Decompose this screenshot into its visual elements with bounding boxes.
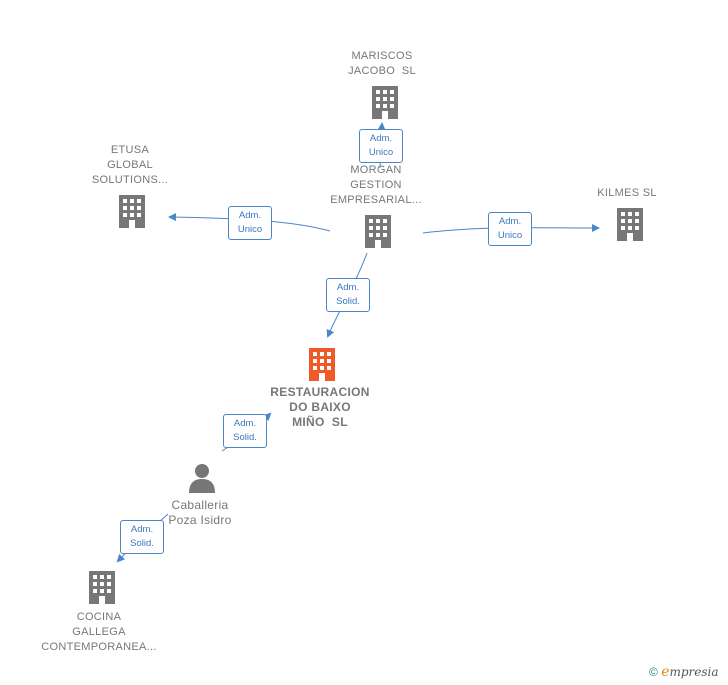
role-label-morgan-mariscos: Adm. Unico: [359, 129, 403, 163]
node-label-kilmes[interactable]: KILMES SL: [597, 187, 657, 199]
role-line1: Adm.: [369, 133, 393, 144]
role-line2: Unico: [237, 224, 263, 235]
role-line2: Unico: [368, 147, 394, 158]
building-icon-morgan: [365, 215, 391, 248]
role-line1: Adm.: [238, 210, 262, 221]
role-label-morgan-kilmes: Adm. Unico: [488, 212, 532, 246]
building-icon-etusa: [119, 195, 145, 228]
role-line1: Adm.: [130, 524, 154, 535]
node-label-morgan[interactable]: MORGAN GESTION EMPRESARIAL...: [330, 164, 422, 206]
logo-e: e: [661, 664, 670, 680]
copyright-symbol: ©: [649, 665, 658, 679]
person-icon-caballeria: [189, 464, 215, 493]
role-label-morgan-etusa: Adm. Unico: [228, 206, 272, 240]
role-line2: Unico: [497, 230, 523, 241]
building-icon-cocina: [89, 571, 115, 604]
building-icon-mariscos: [372, 86, 398, 119]
node-label-restauracion[interactable]: RESTAURACION DO BAIXO MIÑO SL: [270, 385, 370, 429]
role-label-caballeria-restauracion: Adm. Solid.: [223, 414, 267, 448]
node-label-cocina[interactable]: COCINA GALLEGA CONTEMPORANEA...: [41, 611, 157, 653]
role-line1: Adm.: [498, 216, 522, 227]
role-line2: Solid.: [130, 538, 154, 549]
building-icon-kilmes: [617, 208, 643, 241]
node-label-etusa[interactable]: ETUSA GLOBAL SOLUTIONS...: [91, 144, 169, 186]
node-label-mariscos[interactable]: MARISCOS JACOBO SL: [348, 50, 416, 77]
building-icon-restauracion-main: [309, 348, 335, 381]
role-label-morgan-restauracion: Adm. Solid.: [326, 278, 370, 312]
empresia-logo: © empresia: [649, 664, 719, 680]
role-line1: Adm.: [336, 282, 360, 293]
role-label-caballeria-cocina: Adm. Solid.: [120, 520, 164, 554]
role-line2: Solid.: [336, 296, 360, 307]
node-label-caballeria[interactable]: Caballeria Poza Isidro: [168, 498, 232, 527]
logo-rest: mpresia: [669, 665, 719, 679]
role-line1: Adm.: [233, 418, 257, 429]
role-line2: Solid.: [233, 432, 257, 443]
